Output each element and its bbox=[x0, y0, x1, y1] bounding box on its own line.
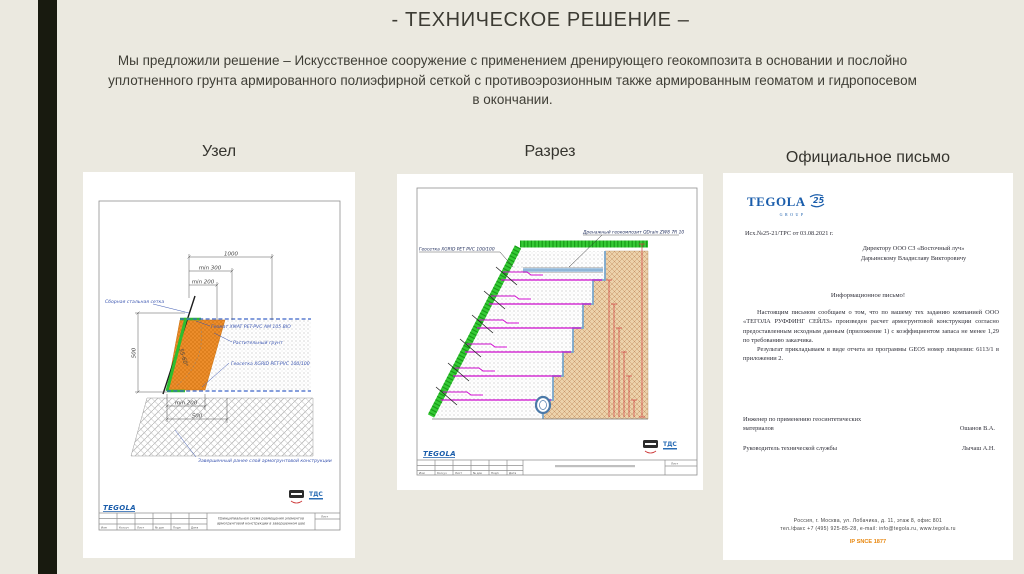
callout-geomat: Геомат XMAT PET-PVC АМ 105 BIO bbox=[211, 324, 291, 330]
dim-1000: 1000 bbox=[224, 252, 238, 258]
callout-leaders bbox=[152, 303, 233, 458]
stamp-red-arc bbox=[290, 500, 303, 504]
tb-col-podp: Подп bbox=[491, 471, 499, 475]
stamp-red-arc bbox=[644, 450, 657, 454]
razrez-drawing-panel[interactable]: Геосетка XGRID PET PVC 100/100 Дренажный… bbox=[397, 174, 703, 490]
tegola-titleblock-logo: TEGOLA bbox=[423, 450, 456, 458]
letter-panel-label: Официальное письмо bbox=[785, 149, 951, 166]
footer-address-line: Россия, г. Москва, ул. Лобачика, д. 11, … bbox=[793, 518, 943, 524]
drain-callout-leader bbox=[568, 234, 603, 268]
drawing-frame bbox=[98, 200, 341, 531]
tegola-25-emblem-icon: 25 bbox=[809, 194, 825, 208]
uzel-drawing: 1000 min 300 min 200 500 min 200 500 55-… bbox=[98, 200, 341, 531]
signature-name-2: Лычаш А.Н. bbox=[961, 445, 995, 452]
dim-angle: 55-60° bbox=[177, 348, 188, 368]
uzel-drawing-panel[interactable]: 1000 min 300 min 200 500 min 200 500 55-… bbox=[83, 172, 355, 558]
dim-500-left: 500 bbox=[132, 347, 138, 358]
official-letter-panel[interactable]: TEGOLA GROUP 25 Исх.№25-21/ТРС от 03.08.… bbox=[723, 173, 1013, 560]
dim-min300: min 300 bbox=[199, 266, 222, 272]
tb-col-izm: Изм bbox=[101, 526, 107, 530]
bench-steps-outline bbox=[542, 251, 606, 419]
signature-role-1: Инженер по применению геосинтетических м… bbox=[743, 416, 862, 433]
dimension-lines bbox=[135, 254, 274, 423]
signature-row-2: Руководитель технической службы Лычаш А.… bbox=[743, 444, 995, 453]
tegola-logo-group-text: GROUP bbox=[779, 212, 806, 217]
letter-body: Настоящим письмом сообщаем о том, что по… bbox=[743, 308, 999, 364]
addressee-line2: Дарьинскому Владиславу Викторовичу bbox=[860, 255, 967, 263]
geogrid-callout-leader bbox=[499, 251, 514, 268]
letter-footer: Россия, г. Москва, ул. Лобачика, д. 11, … bbox=[723, 517, 1013, 533]
letter-addressee: Директору ООО СЗ «Восточный луч» Дарьинс… bbox=[826, 244, 1001, 264]
tegola-logo: TEGOLA GROUP 25 bbox=[747, 193, 826, 217]
drain-pipe bbox=[534, 395, 552, 415]
tb-col-data: Дата bbox=[191, 526, 199, 530]
signature-name-1: Ошанов В.А. bbox=[959, 425, 995, 433]
tb-col-izm: Изм bbox=[419, 471, 425, 475]
completed-layer-region bbox=[130, 397, 314, 457]
stamp-icon-band bbox=[645, 443, 656, 445]
letter-heading: Информационное письмо! bbox=[830, 292, 906, 299]
drain-pipe-inner bbox=[539, 400, 547, 410]
partner-logo-bar bbox=[309, 498, 323, 500]
callout-geogrid: Геосетка XGRID PET-PVC 100/100 bbox=[231, 361, 310, 367]
dim-min200-bottom: min 200 bbox=[175, 401, 198, 407]
dim-500-bottom: 500 bbox=[192, 414, 203, 420]
tb-col-list: Лист bbox=[455, 471, 462, 475]
razrez-panel-label: Разрез bbox=[524, 143, 576, 160]
callout-geogrid: Геосетка XGRID PET PVC 100/100 bbox=[419, 247, 495, 253]
tb-col-doc: № док bbox=[473, 471, 482, 475]
signature-row-1: Инженер по применению геосинтетических м… bbox=[743, 415, 995, 434]
footer-contacts-line: тел./факс +7 (495) 925-85-28, e-mail: in… bbox=[780, 526, 956, 533]
tb-col-podp: Подп bbox=[173, 526, 181, 530]
callout-completed: Завершенный ранее слой армогрунтовой кон… bbox=[198, 458, 332, 464]
drawing-frame bbox=[416, 187, 698, 476]
stamp-icons: ТДС bbox=[289, 490, 323, 504]
tb-sheet-label: Лист bbox=[321, 515, 328, 519]
left-accent-bar bbox=[38, 0, 57, 574]
slide-title: - ТЕХНИЧЕСКОЕ РЕШЕНИЕ – bbox=[391, 9, 690, 31]
tb-col-doc: № док bbox=[155, 526, 164, 530]
fill-soil-region bbox=[205, 320, 311, 390]
callout-mesh: Сборная стальная сетка bbox=[105, 299, 164, 305]
letter-page: TEGOLA GROUP 25 Исх.№25-21/ТРС от 03.08.… bbox=[723, 173, 1013, 560]
tegola-logo-text: TEGOLA bbox=[747, 194, 806, 209]
red-dimension-lines bbox=[606, 243, 645, 418]
letter-paragraph-1: Настоящим письмом сообщаем о том, что по… bbox=[743, 309, 999, 344]
tb-col-koluch: Кол.уч bbox=[119, 526, 129, 530]
addressee-line1: Директору ООО СЗ «Восточный луч» bbox=[862, 245, 965, 252]
dim-min200: min 200 bbox=[192, 280, 215, 286]
letter-footer-ref: IP SNCE 1877 bbox=[849, 539, 887, 545]
signature-role-2: Руководитель технической службы bbox=[743, 445, 837, 452]
partner-logo-bar bbox=[663, 448, 677, 450]
titleblock-grid bbox=[417, 459, 697, 475]
partner-logo-icon: ТДС bbox=[309, 491, 323, 498]
uzel-panel-label: Узел bbox=[201, 143, 237, 160]
callout-drain: Дренажный геокомпозит QDrain ZW8 7R 10 bbox=[582, 230, 684, 236]
geomat-slope-band bbox=[427, 245, 522, 418]
partner-logo-icon: ТДС bbox=[663, 441, 677, 448]
reinforced-fill-region bbox=[432, 251, 605, 419]
slide-subtitle: Мы предложили решение – Искусственное со… bbox=[108, 53, 917, 108]
tb-title-placeholder bbox=[555, 465, 635, 468]
geogrid-layers bbox=[435, 266, 602, 406]
slope-angle-arc bbox=[175, 326, 202, 387]
letter-reference-line: Исх.№25-21/ТРС от 03.08.2021 г. bbox=[745, 230, 834, 237]
tegola-titleblock-logo: TEGOLA bbox=[103, 504, 136, 512]
geomat-facing bbox=[165, 317, 188, 392]
tb-title-line2: армогрунтовой конструкции в завершенном … bbox=[217, 522, 305, 526]
tb-sheet-label: Лист bbox=[671, 462, 678, 466]
tb-col-list: Лист bbox=[137, 526, 144, 530]
letter-paragraph-2: Результат прикладываем в виде отчета из … bbox=[743, 346, 999, 363]
stamp-icon-band bbox=[291, 493, 302, 495]
tb-title-line1: Принципиальная схема размещения элементо… bbox=[218, 517, 304, 521]
stamp-icons: ТДС bbox=[643, 440, 677, 454]
razrez-drawing: Геосетка XGRID PET PVC 100/100 Дренажный… bbox=[416, 187, 698, 476]
tb-col-data: Дата bbox=[509, 471, 517, 475]
callout-soil: Растительный грунт bbox=[233, 340, 283, 346]
tb-col-koluch: Кол.уч bbox=[437, 471, 447, 475]
svg-text:25: 25 bbox=[813, 196, 825, 205]
titleblock-grid bbox=[99, 512, 340, 530]
